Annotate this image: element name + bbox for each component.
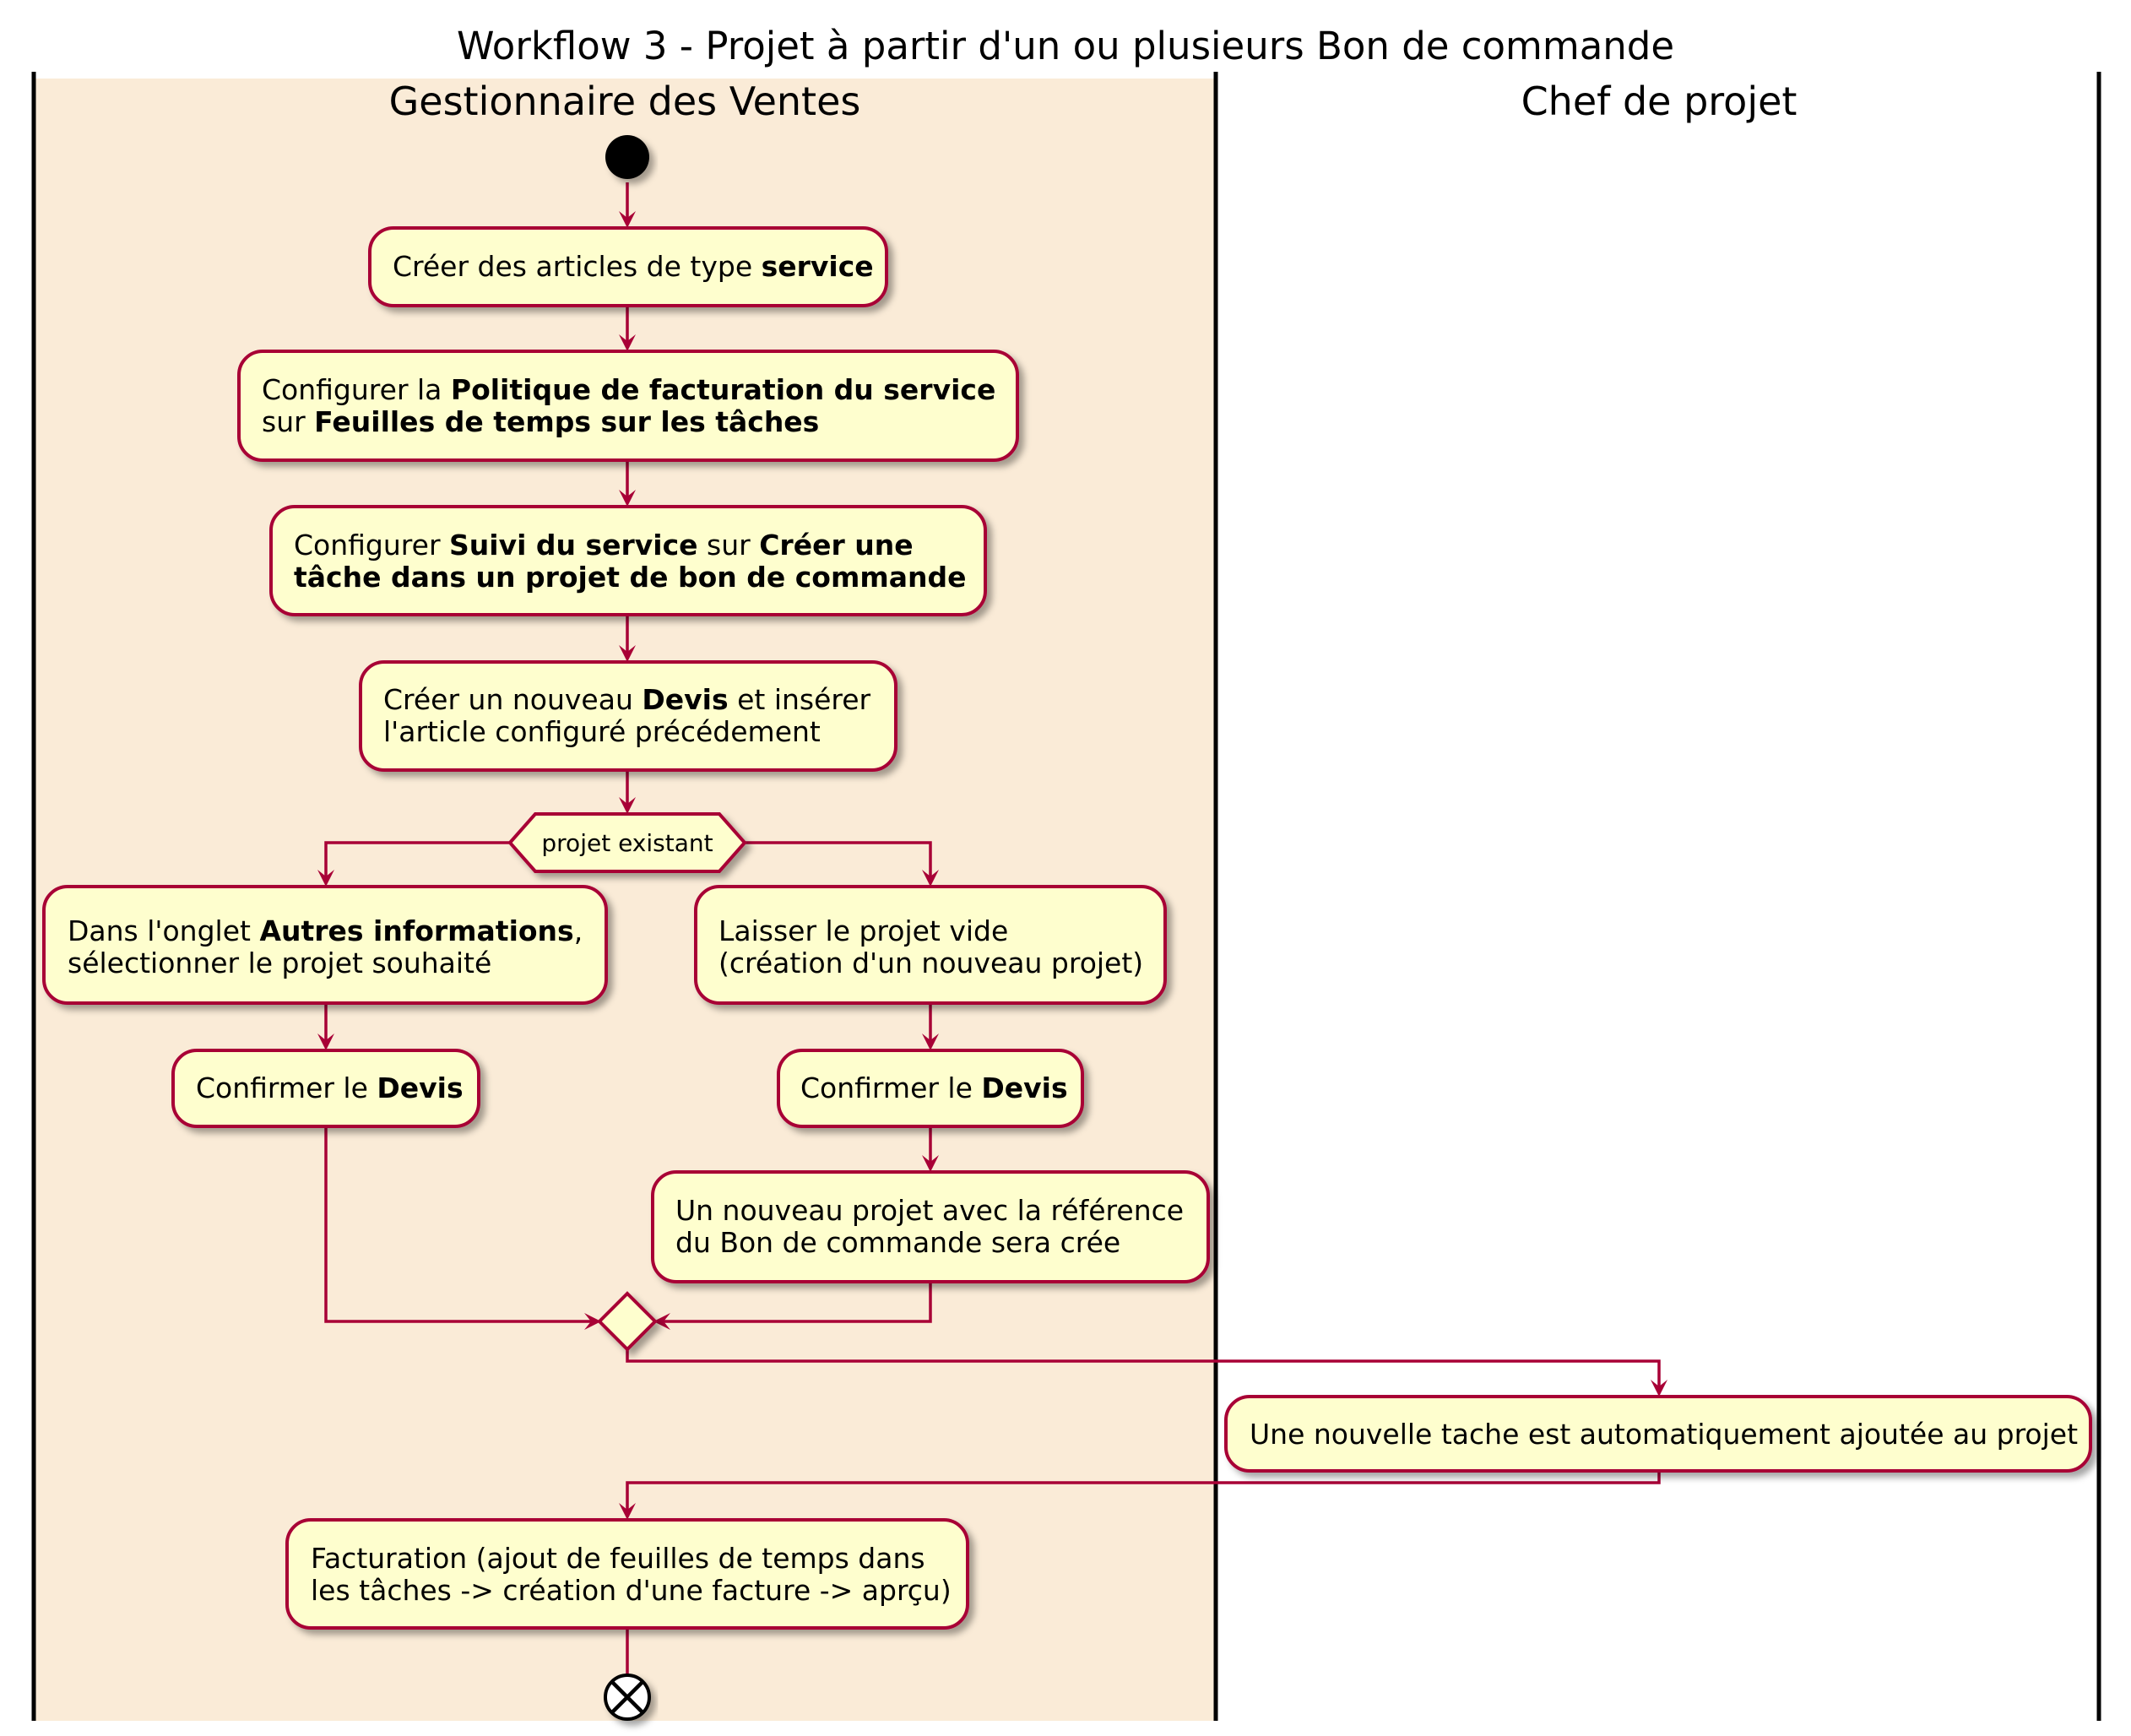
lane-title-pm: Chef de projet bbox=[1521, 79, 1798, 124]
svg-text:Une nouvelle tache est automat: Une nouvelle tache est automatiquement a… bbox=[1250, 1418, 2078, 1451]
svg-text:projet existant: projet existant bbox=[541, 829, 713, 857]
svg-text:Dans l'onglet Autres informati: Dans l'onglet Autres informations, bbox=[68, 914, 583, 947]
end-node bbox=[604, 1674, 651, 1721]
svg-text:sélectionner le projet souhait: sélectionner le projet souhaité bbox=[68, 947, 491, 979]
lane-title-sales: Gestionnaire des Ventes bbox=[389, 79, 861, 124]
activity-leave-project-empty: Laisser le projet vide (création d'un no… bbox=[694, 885, 1167, 1005]
svg-text:Confirmer le Devis: Confirmer le Devis bbox=[800, 1071, 1068, 1104]
merge-node bbox=[597, 1291, 658, 1352]
decision-existing-project: projet existant bbox=[507, 812, 747, 873]
diagram-title: Workflow 3 - Projet à partir d'un ou plu… bbox=[457, 24, 1674, 68]
svg-text:Configurer Suivi du service su: Configurer Suivi du service sur Créer un… bbox=[294, 529, 914, 561]
activity-configure-invoicing-policy: Configurer la Politique de facturation d… bbox=[237, 350, 1019, 462]
activity-create-quotation: Créer un nouveau Devis et insérer l'arti… bbox=[359, 660, 897, 772]
svg-text:sur Feuilles de temps sur les: sur Feuilles de temps sur les tâches bbox=[262, 405, 819, 438]
activity-configure-service-tracking: Configurer Suivi du service sur Créer un… bbox=[269, 505, 987, 616]
svg-text:Créer un nouveau Devis et insé: Créer un nouveau Devis et insérer bbox=[383, 683, 871, 716]
svg-text:Confirmer le Devis: Confirmer le Devis bbox=[196, 1071, 464, 1104]
svg-text:l'article configuré précédemen: l'article configuré précédement bbox=[383, 715, 821, 748]
arrowheads bbox=[317, 211, 1667, 1520]
activity-invoicing: Facturation (ajout de feuilles de temps … bbox=[285, 1518, 969, 1630]
activity-new-project-created: Un nouveau projet avec la référence du B… bbox=[651, 1170, 1210, 1283]
svg-text:les tâches -> création d'une f: les tâches -> création d'une facture -> … bbox=[311, 1574, 952, 1607]
svg-text:Facturation (ajout de feuilles: Facturation (ajout de feuilles de temps … bbox=[311, 1542, 925, 1575]
activity-select-existing-project: Dans l'onglet Autres informations, sélec… bbox=[42, 885, 608, 1005]
edges bbox=[324, 182, 1661, 1685]
start-node bbox=[605, 135, 649, 179]
svg-text:Un nouveau projet avec la réfé: Un nouveau projet avec la référence bbox=[675, 1194, 1184, 1227]
svg-text:tâche dans un projet de bon de: tâche dans un projet de bon de commande bbox=[294, 561, 967, 594]
svg-text:(création d'un nouveau projet): (création d'un nouveau projet) bbox=[718, 947, 1143, 979]
svg-text:Configurer la Politique de fac: Configurer la Politique de facturation d… bbox=[262, 373, 995, 406]
activity-confirm-quotation-left: Confirmer le Devis bbox=[171, 1049, 480, 1128]
svg-text:Laisser le projet vide: Laisser le projet vide bbox=[718, 914, 1008, 947]
activity-task-added-to-project: Une nouvelle tache est automatiquement a… bbox=[1224, 1395, 2092, 1473]
activity-create-service-articles: Créer des articles de type service bbox=[368, 226, 888, 307]
svg-text:du Bon de commande sera crée: du Bon de commande sera crée bbox=[675, 1226, 1120, 1259]
svg-text:Créer des articles de type ser: Créer des articles de type service bbox=[393, 250, 874, 283]
activity-confirm-quotation-right: Confirmer le Devis bbox=[777, 1049, 1084, 1128]
